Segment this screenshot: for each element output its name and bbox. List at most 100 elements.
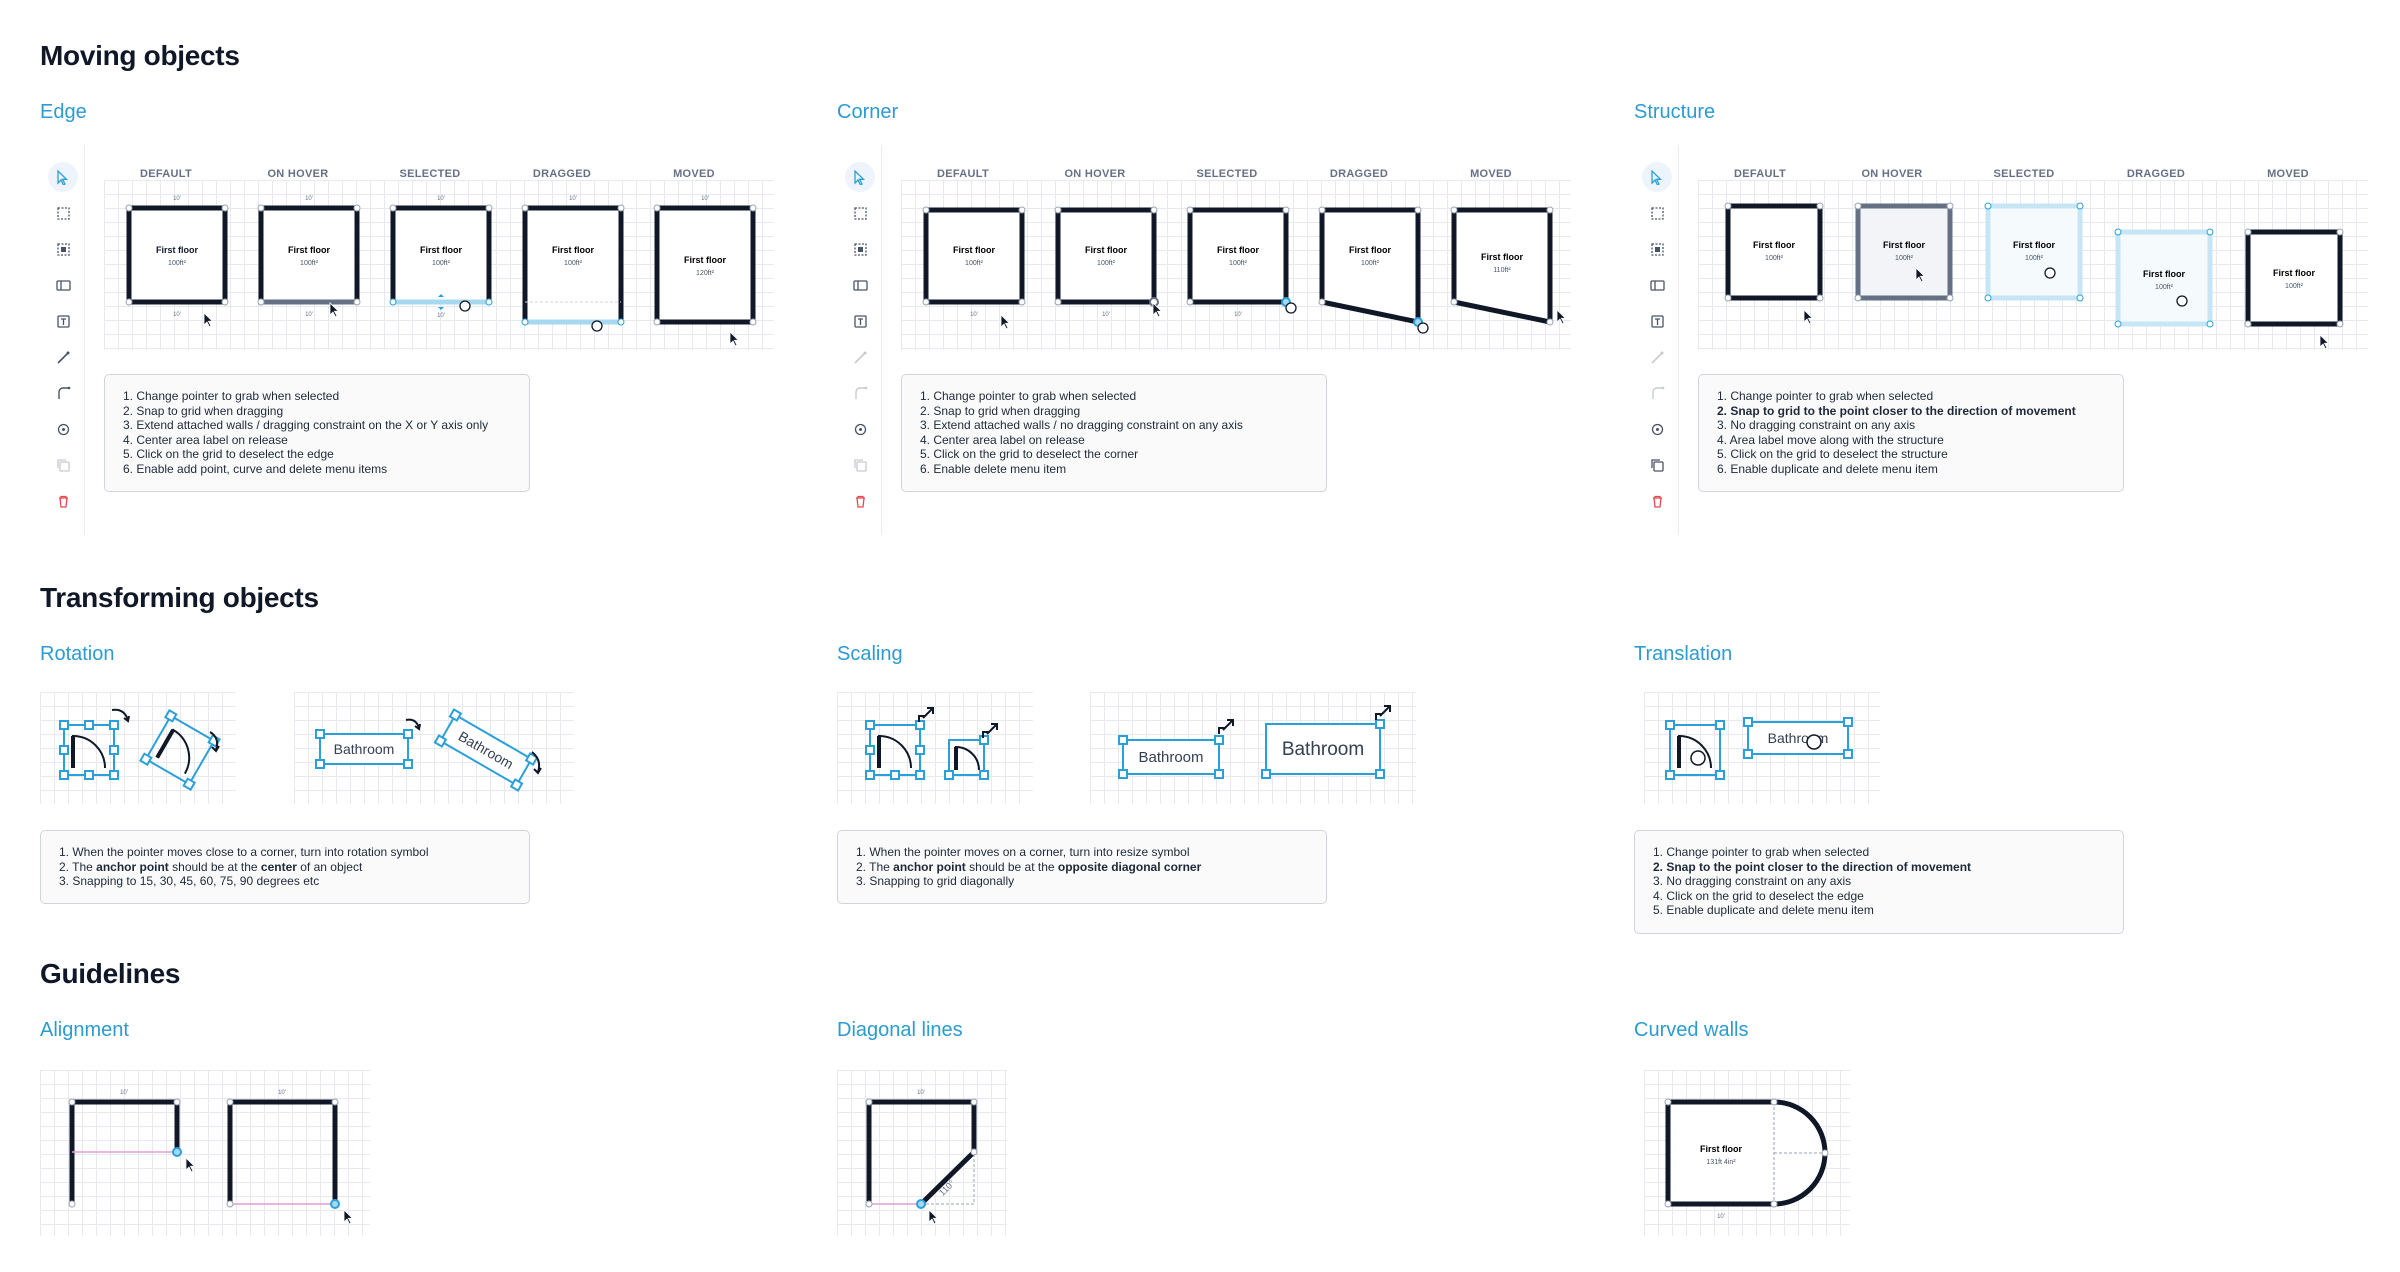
trash-tool[interactable] <box>845 486 875 516</box>
canvas-grid-alignment[interactable] <box>40 1070 370 1236</box>
bathroom-label-rotated[interactable]: Bathroom <box>433 708 539 792</box>
rectangle-select-tool[interactable] <box>845 198 875 228</box>
room-default[interactable]: First floor 100ft² <box>1724 202 1824 325</box>
select-pointer-tool[interactable] <box>845 162 875 192</box>
bathroom-label-scaled[interactable]: Bathroom <box>1261 705 1391 779</box>
state-label: ON HOVER <box>267 168 329 180</box>
bathroom-label-object[interactable]: Bathroom <box>1743 717 1853 759</box>
dimension-label: 10' <box>701 196 709 202</box>
room-default[interactable]: First floor 100ft² 10' 10' <box>125 196 229 328</box>
curved-room[interactable]: First floor 131ft 4in² 10' <box>1664 1098 1829 1220</box>
room-label: First floor <box>2273 268 2315 278</box>
room-area: 100ft² <box>1097 260 1116 267</box>
rotate-icon <box>209 731 219 751</box>
room-label: First floor <box>156 245 198 255</box>
label-tool[interactable] <box>845 270 875 300</box>
area-select-tool[interactable] <box>48 234 78 264</box>
note-item: 5. Click on the grid to deselect the str… <box>1717 447 1948 461</box>
area-select-tool[interactable] <box>845 234 875 264</box>
door-object[interactable] <box>1665 720 1725 780</box>
door-object-rotated[interactable] <box>139 709 221 791</box>
room-dragged[interactable]: First floor 100ft² 10' <box>521 196 625 332</box>
add-point-tool[interactable] <box>845 414 875 444</box>
alignment-shape-b[interactable]: 10' <box>226 1090 354 1225</box>
room-on-hover[interactable]: First floor 100ft² <box>1854 202 1954 302</box>
dimension-label: 10' <box>305 196 313 202</box>
label-tool[interactable] <box>1642 270 1672 300</box>
room-area: 100ft² <box>2155 284 2174 291</box>
room-label: First floor <box>1700 1144 1742 1154</box>
trash-icon <box>855 495 865 508</box>
toolbar-divider <box>881 145 882 535</box>
text-tool[interactable] <box>48 306 78 336</box>
room-default[interactable]: First floor 100ft² 10' <box>922 206 1026 330</box>
dimension-label: 10' <box>569 196 577 202</box>
room-area: 120ft² <box>696 270 715 277</box>
room-label: First floor <box>684 255 726 265</box>
room-area: 110ft² <box>1493 267 1511 274</box>
room-on-hover[interactable]: First floor 100ft² 10' <box>1054 206 1163 318</box>
note-item: 4. Center area label on release <box>123 432 288 447</box>
bathroom-label-object[interactable]: Bathroom <box>1118 719 1234 779</box>
rectangle-select-icon <box>56 206 70 220</box>
rectangle-select-tool[interactable] <box>48 198 78 228</box>
draw-line-tool[interactable] <box>845 342 875 372</box>
select-pointer-tool[interactable] <box>1642 162 1672 192</box>
text-tool[interactable] <box>845 306 875 336</box>
note-item: 1. Change pointer to grab when selected <box>1653 845 1870 859</box>
room-dragged[interactable]: First floor 100ft² <box>1318 206 1429 334</box>
select-pointer-tool[interactable] <box>48 162 78 192</box>
edge-states-diagram: First floor 100ft² 10' 10' First floor 1… <box>125 196 757 347</box>
rectangle-select-tool[interactable] <box>1642 198 1672 228</box>
pointer-icon <box>203 312 213 328</box>
add-point-tool[interactable] <box>1642 414 1672 444</box>
door-object[interactable] <box>59 708 130 780</box>
pointer-icon <box>2319 334 2330 350</box>
duplicate-tool[interactable] <box>845 450 875 480</box>
room-dragged[interactable]: First floor 100ft² <box>2114 228 2214 328</box>
add-point-tool[interactable] <box>48 414 78 444</box>
dimension-label: 10' <box>1234 312 1242 318</box>
diagonal-shape[interactable]: 110° 10' <box>865 1090 978 1225</box>
state-label: MOVED <box>1470 168 1512 180</box>
toolbar-divider <box>1678 145 1679 535</box>
resize-icon <box>1375 705 1391 720</box>
room-moved[interactable]: First floor 100ft² <box>2244 228 2344 350</box>
draw-line-tool[interactable] <box>1642 342 1672 372</box>
area-select-tool[interactable] <box>1642 234 1672 264</box>
translation-diagram: Bathroom <box>1665 717 1853 780</box>
duplicate-tool[interactable] <box>1642 450 1672 480</box>
duplicate-tool[interactable] <box>48 450 78 480</box>
curve-tool[interactable] <box>1642 378 1672 408</box>
note-item: 4. Center area label on release <box>920 432 1085 447</box>
room-selected[interactable]: First floor 100ft² <box>1984 202 2084 302</box>
note-item: 3. Snapping to 15, 30, 45, 60, 75, 90 de… <box>59 874 320 888</box>
curved-walls-diagram: First floor 131ft 4in² 10' <box>1664 1098 1829 1220</box>
room-selected[interactable]: First floor 100ft² 10' 10' <box>389 196 493 319</box>
state-label: SELECTED <box>1196 168 1258 180</box>
text-tool[interactable] <box>1642 306 1672 336</box>
trash-tool[interactable] <box>1642 486 1672 516</box>
door-object[interactable] <box>865 707 934 780</box>
toolbar-edge <box>48 162 78 532</box>
dimension-label: 10' <box>1102 312 1110 318</box>
trash-tool[interactable] <box>48 486 78 516</box>
room-on-hover[interactable]: First floor 100ft² 10' 10' <box>257 196 361 318</box>
draw-line-tool[interactable] <box>48 342 78 372</box>
grab-hand-icon <box>1285 302 1297 314</box>
room-moved[interactable]: First floor 120ft² 10' <box>653 196 757 347</box>
structure-states-diagram: First floor 100ft² First floor 100ft² Fi… <box>1724 202 2344 350</box>
curve-tool[interactable] <box>48 378 78 408</box>
dimension-label: 10' <box>437 313 445 319</box>
room-area: 100ft² <box>965 260 984 267</box>
alignment-shape-a[interactable]: 10' <box>68 1090 196 1208</box>
door-object-scaled[interactable] <box>944 723 998 780</box>
bathroom-label-object[interactable]: Bathroom <box>315 718 421 769</box>
room-moved[interactable]: First floor 110ft² <box>1450 206 1567 326</box>
grab-hand-icon <box>1690 750 1706 766</box>
label-tool[interactable] <box>48 270 78 300</box>
curve-tool[interactable] <box>845 378 875 408</box>
room-selected[interactable]: First floor 100ft² 10' <box>1186 206 1297 318</box>
